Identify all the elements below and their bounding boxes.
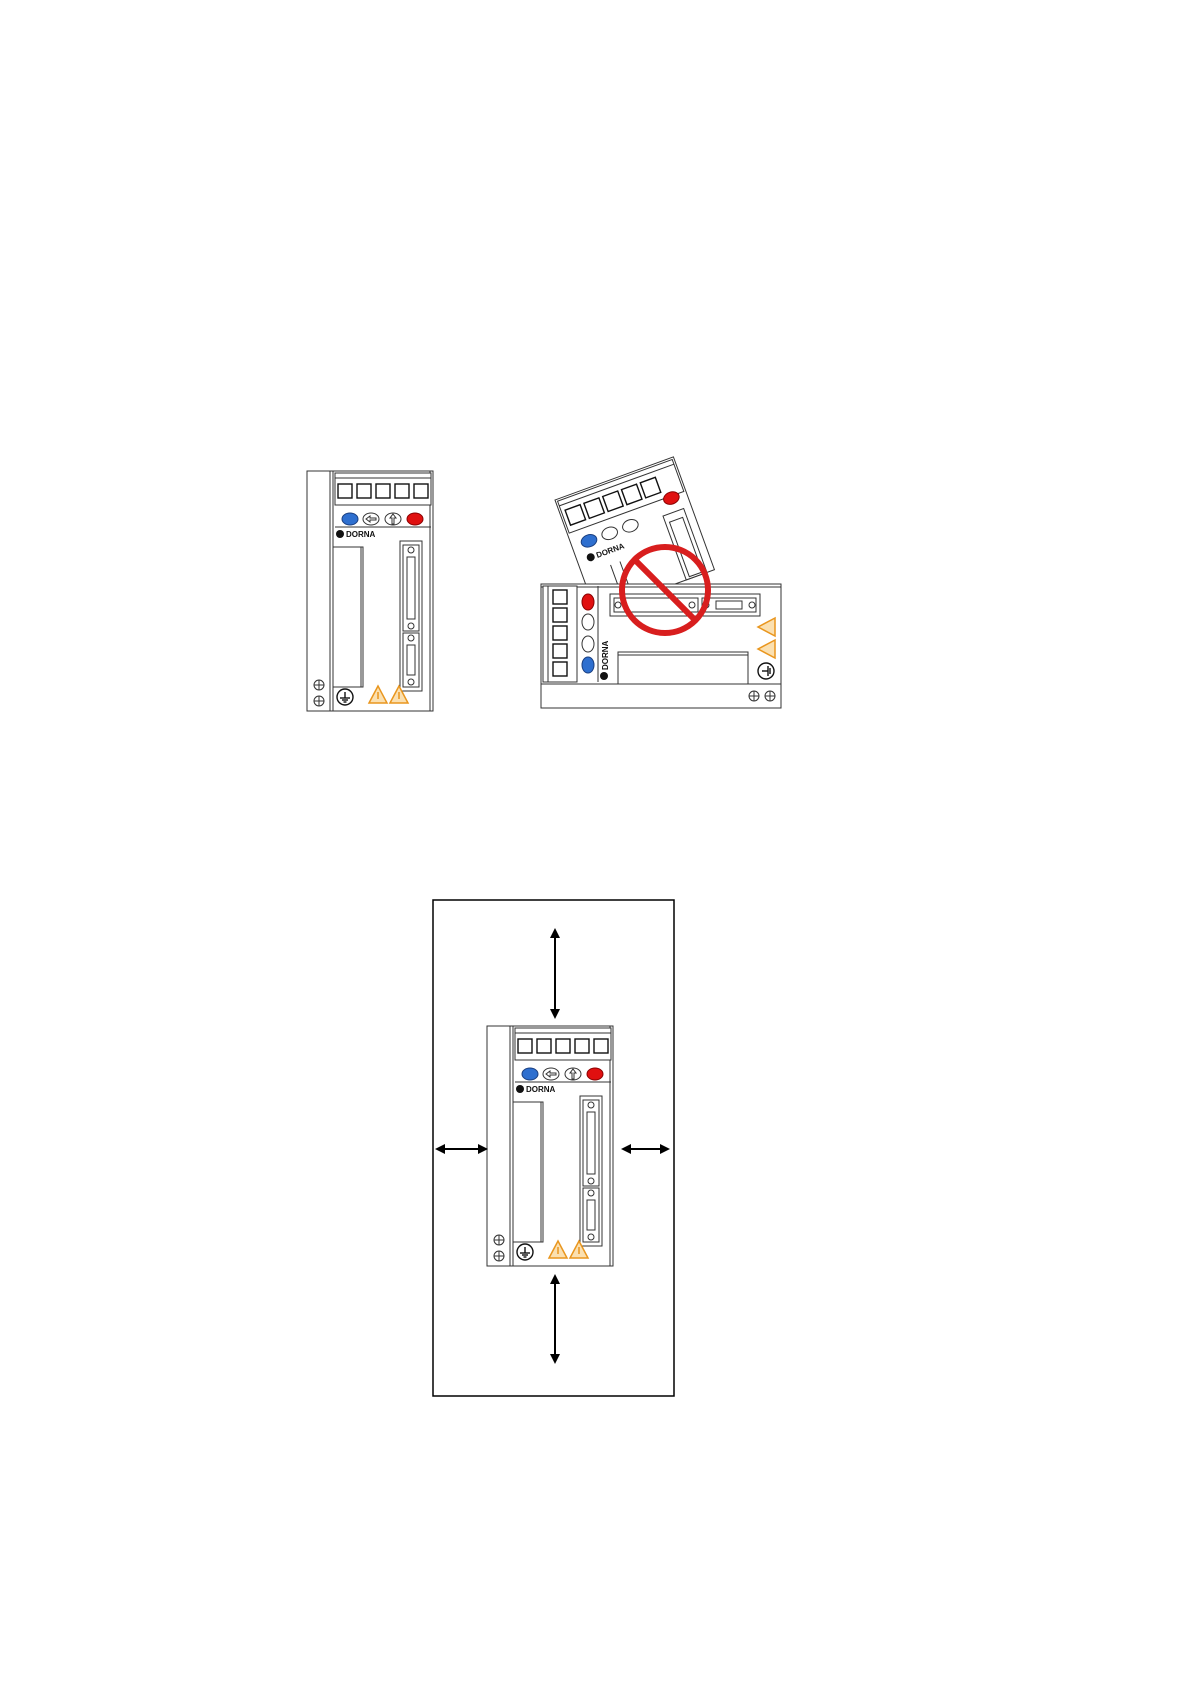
figure-orientation: DORNA [307, 457, 781, 711]
correct-vertical-drive [307, 471, 433, 711]
clearance-drive [487, 1026, 613, 1266]
figure-clearance [433, 900, 674, 1396]
horizontal-drive: DORNA [541, 584, 781, 708]
horizontal-brand-text: DORNA [601, 640, 610, 670]
